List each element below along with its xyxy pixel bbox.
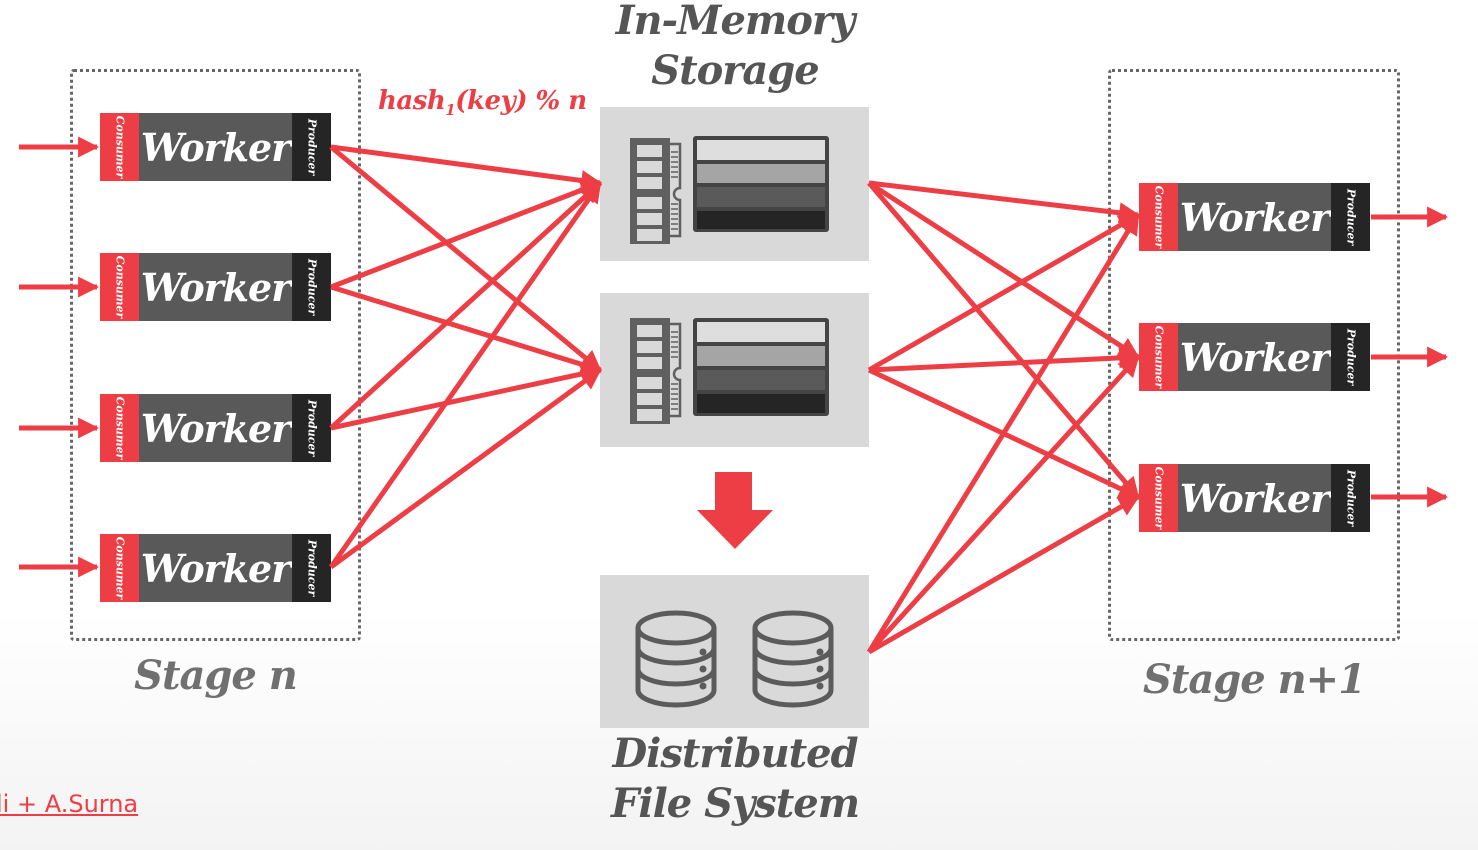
- stage-n-label: Stage n: [134, 652, 298, 699]
- distributed-file-system-title: Distributed File System: [600, 729, 870, 829]
- producer-queue: Producer: [292, 253, 331, 321]
- worker-stage-n-1: Consumer Worker Producer: [100, 113, 331, 181]
- partition-arrow: [330, 284, 603, 375]
- producer-queue: Producer: [292, 394, 331, 462]
- consumer-label: Consumer: [113, 255, 126, 319]
- shuffle-read-arrow: [867, 181, 1140, 499]
- consumer-queue: Consumer: [100, 394, 139, 462]
- producer-queue: Producer: [1331, 323, 1370, 391]
- partition-arrow: [329, 145, 602, 372]
- producer-queue: Producer: [1331, 183, 1370, 251]
- producer-label: Producer: [1344, 328, 1357, 386]
- shuffle-read-arrow: [867, 367, 1140, 500]
- consumer-label: Consumer: [113, 115, 126, 179]
- worker-stage-n-3: Consumer Worker Producer: [100, 394, 331, 462]
- producer-queue: Producer: [292, 113, 331, 181]
- distributed-file-system-panel: [600, 575, 869, 728]
- worker-stage-n-4: Consumer Worker Producer: [100, 534, 331, 602]
- producer-queue: Producer: [1331, 464, 1370, 532]
- partition-arrow: [330, 363, 603, 431]
- worker-label: Worker: [1178, 464, 1331, 532]
- hash-prefix: hash: [378, 86, 446, 116]
- in-memory-storage-title: In-Memory Storage: [600, 0, 870, 96]
- producer-label: Producer: [305, 539, 318, 597]
- consumer-label: Consumer: [113, 536, 126, 600]
- worker-label: Worker: [139, 253, 292, 321]
- consumer-label: Consumer: [1152, 185, 1165, 249]
- shuffle-read-arrow: [868, 347, 1141, 373]
- worker-label: Worker: [1178, 323, 1331, 391]
- consumer-label: Consumer: [1152, 325, 1165, 389]
- hash-partition-label: hash1(key) % n: [378, 86, 587, 119]
- consumer-queue: Consumer: [1139, 323, 1178, 391]
- shuffle-read-arrow: [868, 180, 1141, 224]
- partition-arrow: [329, 367, 602, 570]
- worker-stage-n-plus-1-1: Consumer Worker Producer: [1139, 183, 1370, 251]
- stage-n-plus-1-label: Stage n+1: [1142, 656, 1366, 703]
- producer-label: Producer: [305, 399, 318, 457]
- worker-stage-n-2: Consumer Worker Producer: [100, 253, 331, 321]
- shuffle-read-arrow: [867, 212, 1140, 373]
- title-line-2: File System: [610, 780, 860, 827]
- producer-queue: Producer: [292, 534, 331, 602]
- consumer-queue: Consumer: [1139, 464, 1178, 532]
- author-credit-link[interactable]: li + A.Surna: [0, 790, 139, 818]
- partition-arrow: [330, 180, 602, 290]
- worker-stage-n-plus-1-2: Consumer Worker Producer: [1139, 323, 1370, 391]
- hash-subscript: 1: [445, 101, 456, 120]
- shuffle-read-arrow: [867, 494, 1140, 655]
- producer-label: Producer: [1344, 469, 1357, 527]
- memory-storage-panel-1: [600, 107, 869, 261]
- database-icon: [752, 610, 834, 708]
- producer-label: Producer: [305, 118, 318, 176]
- partition-arrow: [330, 144, 603, 191]
- worker-label: Worker: [139, 534, 292, 602]
- consumer-label: Consumer: [113, 396, 126, 460]
- worker-stage-n-plus-1-3: Consumer Worker Producer: [1139, 464, 1370, 532]
- shuffle-read-arrow: [867, 355, 1140, 654]
- hash-suffix: (key) % n: [455, 86, 587, 116]
- producer-label: Producer: [1344, 188, 1357, 246]
- memory-ram-icon: [630, 318, 829, 424]
- partition-arrow: [329, 181, 602, 430]
- shuffle-read-arrow: [866, 213, 1141, 654]
- memory-ram-icon: [630, 136, 829, 244]
- consumer-queue: Consumer: [100, 113, 139, 181]
- producer-label: Producer: [305, 258, 318, 316]
- consumer-queue: Consumer: [100, 534, 139, 602]
- worker-label: Worker: [139, 113, 292, 181]
- shuffle-read-arrow: [867, 180, 1140, 360]
- consumer-queue: Consumer: [1139, 183, 1178, 251]
- partition-arrow: [328, 181, 603, 569]
- worker-label: Worker: [139, 394, 292, 462]
- database-icon: [635, 610, 717, 708]
- title-line-1: In-Memory: [615, 0, 855, 44]
- title-line-2: Storage: [651, 47, 819, 94]
- memory-storage-panel-2: [600, 293, 869, 447]
- consumer-queue: Consumer: [100, 253, 139, 321]
- worker-label: Worker: [1178, 183, 1331, 251]
- consumer-label: Consumer: [1152, 466, 1165, 530]
- title-line-1: Distributed: [612, 730, 858, 777]
